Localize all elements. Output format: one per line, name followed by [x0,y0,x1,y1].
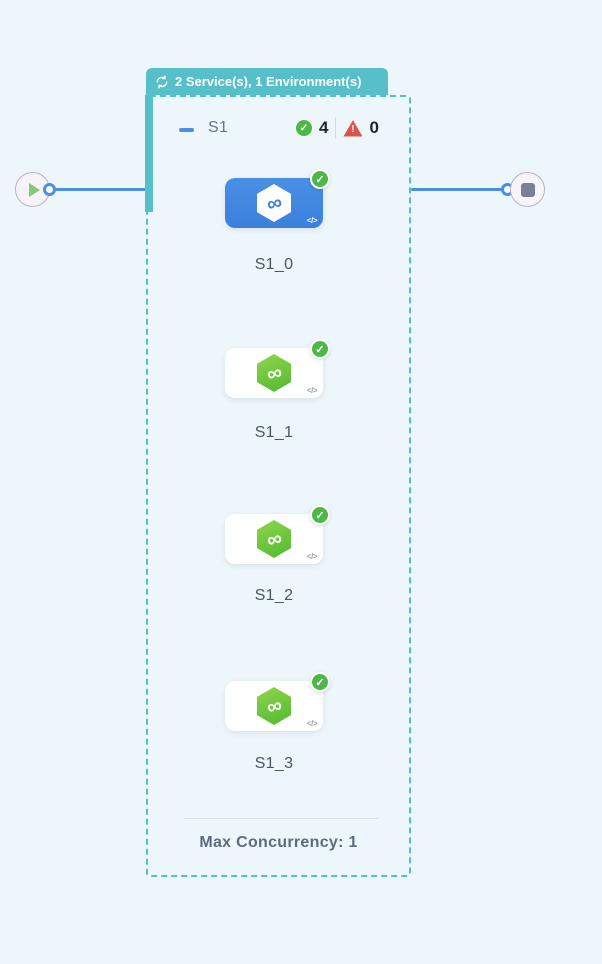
service-node-s1-3[interactable]: ∞ </> ✓ [225,672,330,731]
infinity-icon: ∞ [263,360,285,386]
success-status-badge: ✓ [310,672,330,692]
warning-triangle-icon: ! [343,120,363,137]
infinity-icon: ∞ [263,526,285,552]
error-count: 0 [369,118,379,137]
node-label-s1-2: S1_2 [254,587,294,604]
service-node-s1-2[interactable]: ∞ </> ✓ [225,505,330,564]
group-left-accent-bar [145,95,153,212]
code-icon: </> [306,386,318,395]
sync-icon [155,74,169,89]
node-label-s1-1: S1_1 [254,424,294,441]
node-label-s1-3: S1_3 [254,755,294,772]
stage-summary-label: 2 Service(s), 1 Environment(s) [175,74,362,89]
footer-divider [184,818,378,819]
code-icon: </> [306,552,318,561]
service-hexagon-icon: ∞ [257,520,291,558]
start-port-dot[interactable] [43,183,56,196]
edge-group-to-end [411,188,508,191]
service-node-s1-1[interactable]: ∞ </> ✓ [225,339,330,398]
group-title: S1 [208,119,229,136]
max-concurrency-label: Max Concurrency: 1 [199,834,358,851]
stop-icon [520,182,535,197]
service-node-s1-0[interactable]: ∞ </> ✓ [225,169,330,228]
count-divider [335,117,337,139]
code-icon: </> [306,216,318,225]
play-icon [28,182,40,197]
infinity-icon: ∞ [263,190,285,216]
collapse-toggle-icon[interactable] [179,128,194,132]
service-hexagon-icon: ∞ [257,687,291,725]
pipeline-end-node[interactable] [510,172,545,207]
group-status-counts: ✓ 4 ! 0 [296,117,379,139]
service-hexagon-icon: ∞ [257,354,291,392]
success-status-badge: ✓ [310,505,330,525]
node-label-s1-0: S1_0 [254,256,294,273]
edge-start-to-group [49,188,146,191]
success-status-badge: ✓ [310,169,330,189]
service-group-container [146,95,411,877]
success-count: 4 [319,118,329,137]
success-status-badge: ✓ [310,339,330,359]
code-icon: </> [306,719,318,728]
success-check-icon: ✓ [296,120,312,136]
service-hexagon-icon: ∞ [257,184,291,222]
stage-summary-badge[interactable]: 2 Service(s), 1 Environment(s) [146,68,388,95]
infinity-icon: ∞ [263,693,285,719]
